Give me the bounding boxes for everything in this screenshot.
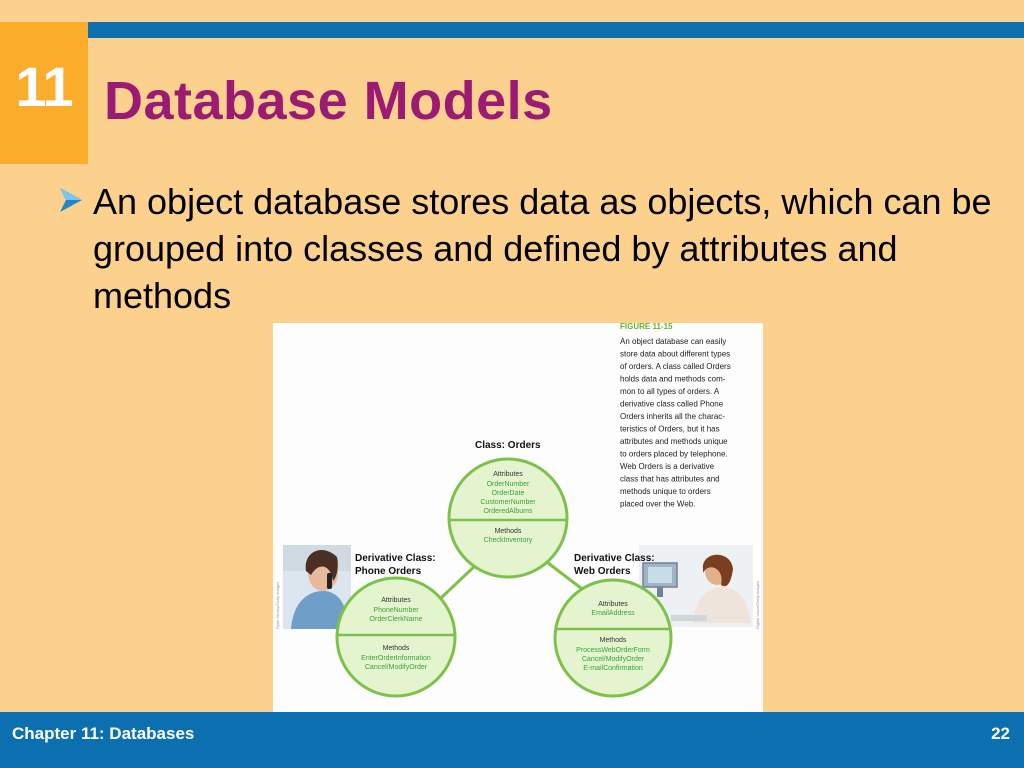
bullet-arrow-icon	[60, 188, 82, 212]
web-method: Cancel/ModifyOrder	[582, 656, 645, 663]
caption-line: mon to all types of orders. A	[620, 387, 720, 396]
phone-attribute: PhoneNumber	[373, 607, 419, 614]
caption-line: of orders. A class called Orders	[620, 362, 731, 371]
web-class-label: Derivative Class:	[574, 553, 655, 564]
orders-method: CheckInventory	[484, 537, 533, 544]
orders-class-circle: Attributes OrderNumber OrderDate Custome…	[447, 457, 569, 579]
chapter-number: 11	[15, 55, 73, 118]
orders-attributes-header: Attributes	[493, 471, 523, 478]
phone-methods-header: Methods	[383, 645, 410, 652]
caption-line: An object database can easily	[620, 337, 726, 346]
web-methods-header: Methods	[600, 637, 627, 644]
web-photo-credit: Digital Vision/Getty Images	[755, 581, 760, 629]
orders-class-label: Class: Orders	[475, 440, 541, 451]
phone-class-label: Derivative Class:	[355, 553, 436, 564]
chapter-number-box: 11	[0, 22, 88, 164]
caption-line: holds data and methods com-	[620, 375, 726, 384]
caption-line: derivative class called Phone	[620, 400, 724, 409]
slide-title: Database Models	[104, 71, 553, 131]
phone-order-photo	[283, 545, 351, 629]
bullet-text: An object database stores data as object…	[93, 181, 992, 316]
web-orders-circle: Attributes EmailAddress Methods ProcessW…	[553, 578, 673, 698]
caption-line: methods unique to orders	[620, 487, 711, 496]
web-attribute: EmailAddress	[591, 610, 635, 617]
caption-line: placed over the Web.	[620, 500, 695, 509]
caption-line: attributes and methods unique	[620, 437, 728, 446]
orders-methods-header: Methods	[495, 528, 522, 535]
top-background-band	[0, 0, 1024, 22]
web-attributes-header: Attributes	[598, 601, 628, 608]
phone-photo-credit: Ryan McVay/Getty Images	[275, 582, 280, 629]
caption-line: teristics of Orders, but it has	[620, 425, 720, 434]
caption-line: to orders placed by telephone.	[620, 450, 728, 459]
caption-line: class that has attributes and	[620, 475, 720, 484]
phone-class-label: Phone Orders	[355, 566, 422, 577]
footer-bar: Chapter 11: Databases 22	[0, 712, 1024, 768]
web-order-photo	[639, 545, 753, 627]
phone-attribute: OrderClerkName	[370, 616, 423, 623]
caption-line: Orders inherits all the charac-	[620, 412, 725, 421]
orders-attribute: OrderedAlbums	[483, 508, 533, 515]
caption-line: store data about different types	[620, 350, 730, 359]
object-database-figure: FIGURE 11-15 An object database can easi…	[273, 323, 763, 713]
phone-method: EnterOrderInformation	[361, 655, 431, 662]
figure-label: FIGURE 11-15	[620, 323, 673, 331]
slide-page-number: 22	[991, 724, 1010, 743]
figure-caption: An object database can easily store data…	[620, 337, 731, 509]
orders-attribute: OrderNumber	[487, 481, 530, 488]
caption-line: Web Orders is a derivative	[620, 462, 715, 471]
web-method: ProcessWebOrderForm	[576, 647, 650, 654]
header-accent-bar	[88, 22, 1024, 38]
web-class-label: Web Orders	[574, 566, 631, 577]
orders-attribute: OrderDate	[492, 490, 525, 497]
web-method: E-mailConfirmation	[583, 665, 643, 672]
orders-attribute: CustomerNumber	[480, 499, 536, 506]
phone-orders-circle: Attributes PhoneNumber OrderClerkName Me…	[335, 576, 457, 698]
footer-chapter-title: Chapter 11: Databases	[12, 724, 195, 743]
phone-method: Cancel/ModifyOrder	[365, 664, 428, 671]
phone-attributes-header: Attributes	[381, 597, 411, 604]
